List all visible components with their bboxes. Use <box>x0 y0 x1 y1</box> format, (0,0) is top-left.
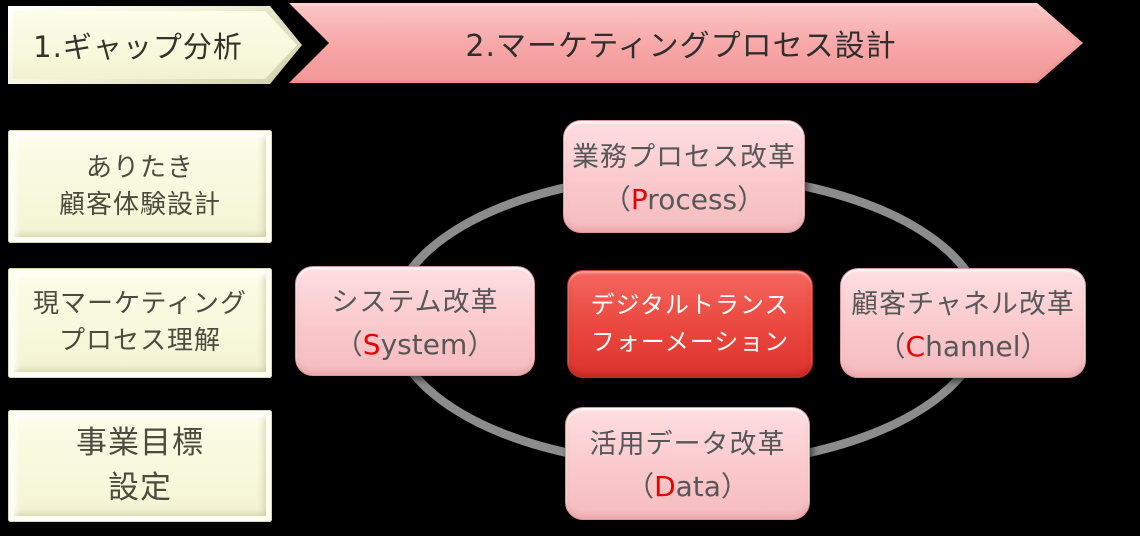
left-box-line: 現マーケティング <box>33 289 247 320</box>
latin-prefix: （ <box>602 183 631 216</box>
step1-arrow: 1.ギャップ分析 <box>8 6 302 84</box>
left-box-business-goal: 事業目標 設定 <box>8 410 272 522</box>
latin-rest: rocess） <box>647 183 766 216</box>
latin-prefix: （ <box>626 470 655 503</box>
node-data-label: 活用データ改革 <box>589 429 786 460</box>
node-channel-latin: （Channel） <box>878 325 1049 365</box>
node-system: システム改革 （System） <box>295 266 535 376</box>
left-box-line: 設定 <box>108 470 172 506</box>
node-data-latin: （Data） <box>626 465 749 505</box>
latin-prefix: （ <box>877 329 906 363</box>
step1-arrow-face <box>13 11 297 79</box>
step2-banner: 2.マーケティングプロセス設計 <box>289 3 1083 83</box>
latin-prefix: （ <box>334 327 363 361</box>
latin-initial: S <box>362 327 381 361</box>
node-system-latin: （System） <box>335 323 495 363</box>
left-box-customer-experience: ありたき 顧客体験設計 <box>8 130 272 243</box>
step1-label: 1.ギャップ分析 <box>33 30 243 64</box>
node-process-latin: （Process） <box>603 178 765 218</box>
latin-initial: D <box>654 470 676 503</box>
node-channel-label: 顧客チャネル改革 <box>851 288 1075 320</box>
latin-rest: hannel） <box>925 329 1049 363</box>
latin-initial: C <box>905 329 926 363</box>
step2-label: 2.マーケティングプロセス設計 <box>465 29 897 64</box>
left-box-line: 顧客体験設計 <box>58 189 221 220</box>
node-channel: 顧客チャネル改革 （Channel） <box>840 268 1086 378</box>
node-process-label: 業務プロセス改革 <box>572 142 796 173</box>
dx-line: フォーメーション <box>590 328 790 356</box>
left-box-current-marketing-process: 現マーケティング プロセス理解 <box>8 268 272 378</box>
left-box-line: 事業目標 <box>76 425 204 462</box>
node-system-label: システム改革 <box>331 286 499 318</box>
left-box-line: ありたき <box>85 152 194 183</box>
node-data: 活用データ改革 （Data） <box>565 407 810 520</box>
left-box-line: プロセス理解 <box>58 326 221 356</box>
node-dx-center: デジタルトランス フォーメーション <box>567 270 813 378</box>
latin-rest: ata） <box>675 470 749 503</box>
latin-initial: P <box>630 183 648 216</box>
latin-rest: ystem） <box>380 327 496 361</box>
step2-banner-face <box>292 6 1079 80</box>
node-process: 業務プロセス改革 （Process） <box>563 120 805 233</box>
dx-line: デジタルトランス <box>590 290 790 319</box>
